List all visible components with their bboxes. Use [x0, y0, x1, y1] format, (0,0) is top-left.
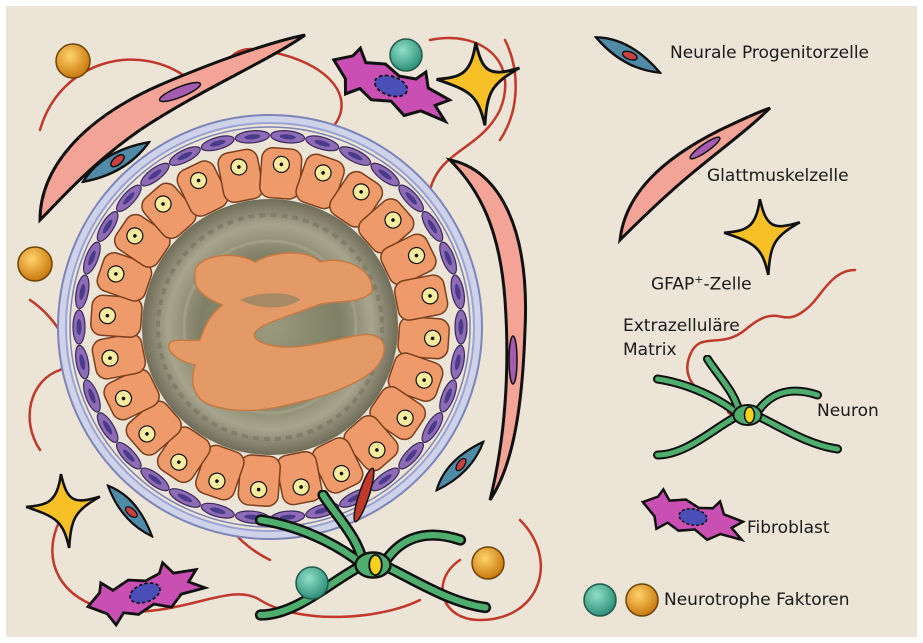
- epithelial-cell: [90, 332, 147, 381]
- duct-cross-section: [58, 115, 482, 539]
- legend-label-matrix-line1: Extrazelluläre: [623, 316, 740, 336]
- legend-label-neurotrophic: Neurotrophe Faktoren: [664, 590, 849, 610]
- epithelial-cell: [275, 450, 324, 507]
- legend-factor-teal-icon: [584, 584, 616, 616]
- factor-orange-bead: [472, 547, 504, 579]
- legend-label-gfap: GFAP+-Zelle: [651, 270, 752, 295]
- basal-cell-nucleus: [77, 319, 82, 335]
- factor-orange-bead: [18, 247, 52, 281]
- legend-label-matrix-line2: Matrix: [623, 340, 677, 360]
- epithelial-cell: [393, 273, 450, 322]
- gfap-suffix: -Zelle: [704, 275, 752, 295]
- legend-label-neuron: Neuron: [817, 401, 879, 421]
- legend-factor-orange-icon: [626, 584, 658, 616]
- gfap-prefix: GFAP: [651, 275, 694, 295]
- epithelial-cell: [216, 147, 265, 204]
- lumen: [142, 199, 398, 455]
- gfap-superscript: +: [694, 273, 703, 286]
- basal-cell-nucleus: [459, 319, 464, 335]
- legend-label-neural-progenitor: Neurale Progenitorzelle: [670, 43, 869, 63]
- legend-label-smooth-muscle: Glattmuskelzelle: [707, 166, 849, 186]
- factor-teal-bead: [296, 567, 328, 599]
- factor-orange-bead: [56, 44, 90, 78]
- factor-teal-bead: [390, 39, 422, 71]
- legend-label-fibroblast: Fibroblast: [747, 518, 830, 538]
